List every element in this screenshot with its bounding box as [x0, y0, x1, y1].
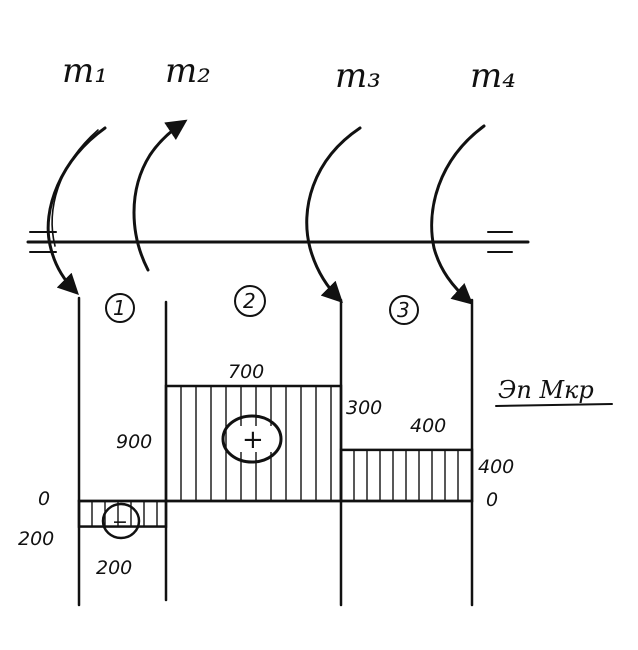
- value-label-900: 900: [116, 431, 152, 453]
- shaft-line: [26, 231, 530, 253]
- section-number: 1: [113, 296, 126, 320]
- moment-arrow-m1: [46, 126, 107, 295]
- value-label-700: 700: [228, 361, 264, 383]
- segment-2-block: [164, 384, 343, 503]
- moment-arrow-m4: [430, 124, 486, 305]
- section-number: 2: [243, 289, 256, 313]
- section-marker-2: 2: [234, 285, 266, 317]
- value-label-400-top: 400: [410, 415, 446, 437]
- svg-text:+: +: [242, 425, 264, 455]
- positive-sign-symbol: +: [221, 414, 283, 464]
- segment-3-block: [339, 448, 474, 503]
- value-label-400-right: 400: [478, 456, 514, 478]
- moment-label-m1: m₁: [62, 51, 108, 91]
- negative-sign-symbol: −: [101, 502, 141, 540]
- moment-label-m2: m₂: [165, 51, 211, 91]
- section-marker-3: 3: [389, 295, 419, 325]
- zero-label-right: 0: [486, 489, 498, 511]
- moment-label-m3: m₃: [335, 56, 381, 96]
- svg-text:−: −: [112, 511, 128, 533]
- segment-1-block: [77, 499, 168, 528]
- value-label-200-bottom: 200: [96, 557, 132, 579]
- value-label-200-left: 200: [18, 528, 54, 550]
- value-label-300: 300: [346, 397, 382, 419]
- diagram-title: Эп Мкр: [495, 376, 613, 407]
- moment-arrow-m3: [305, 126, 362, 303]
- moment-arrow-m2: [132, 119, 188, 272]
- zero-label-left: 0: [38, 488, 50, 510]
- section-number: 3: [397, 298, 410, 322]
- section-marker-1: 1: [105, 293, 135, 323]
- moment-label-m4: m₄: [470, 56, 516, 96]
- torque-segments: [77, 384, 474, 528]
- svg-text:Эп Мкр: Эп Мкр: [498, 376, 594, 404]
